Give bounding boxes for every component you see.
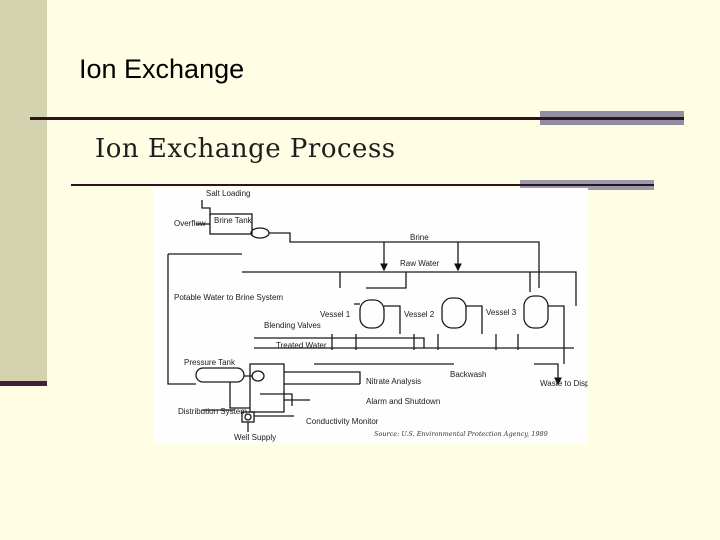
label-vessel-2: Vessel 2 (404, 310, 435, 319)
vessel-2 (441, 297, 467, 329)
label-overflow: Overflow (174, 219, 206, 228)
title-rule (30, 117, 541, 120)
label-vessel-1: Vessel 1 (320, 310, 351, 319)
label-salt-loading: Salt Loading (206, 189, 250, 198)
label-blending-valves: Blending Valves (264, 321, 321, 330)
label-well-supply: Well Supply (234, 433, 276, 442)
label-raw-water: Raw Water (400, 259, 440, 268)
waste-line (534, 363, 562, 386)
brine-pump (250, 227, 270, 239)
title-rule-accent (540, 111, 684, 125)
raw-water-line (242, 271, 577, 306)
brine-line (269, 232, 540, 288)
left-accent-band-base (0, 381, 47, 386)
salt-loading-line (201, 200, 211, 216)
pressure-pump (251, 370, 265, 382)
label-brine: Brine (410, 233, 429, 242)
label-treated-water: Treated Water (276, 341, 327, 350)
label-waste-to-disposal: Waste to Disposal (540, 379, 588, 388)
pressure-tank (195, 367, 245, 383)
label-pressure-tank: Pressure Tank (184, 358, 236, 367)
label-potable-water: Potable Water to Brine System (174, 293, 283, 302)
potable-loop (167, 254, 196, 385)
left-accent-band (0, 0, 47, 385)
slide-title: Ion Exchange (79, 54, 245, 84)
label-alarm-shutdown: Alarm and Shutdown (366, 397, 440, 406)
label-conductivity-monitor: Conductivity Monitor (306, 417, 379, 426)
vessel-1 (359, 299, 385, 329)
ion-exchange-process-diagram: Salt Loading Overflow Brine Tank Brine R… (154, 188, 588, 444)
diagram-heading: Ion Exchange Process (95, 134, 396, 164)
label-brine-tank: Brine Tank (214, 216, 253, 225)
label-nitrate-analysis: Nitrate Analysis (366, 377, 421, 386)
heading-rule (71, 184, 521, 186)
label-distribution-system: Distribution System (178, 407, 247, 416)
label-vessel-3: Vessel 3 (486, 308, 517, 317)
label-source: Source: U.S. Environmental Protection Ag… (374, 430, 548, 438)
control-block (249, 363, 285, 413)
label-backwash: Backwash (450, 370, 486, 379)
vessel-3 (523, 295, 549, 329)
heading-rule-accent (520, 180, 654, 190)
